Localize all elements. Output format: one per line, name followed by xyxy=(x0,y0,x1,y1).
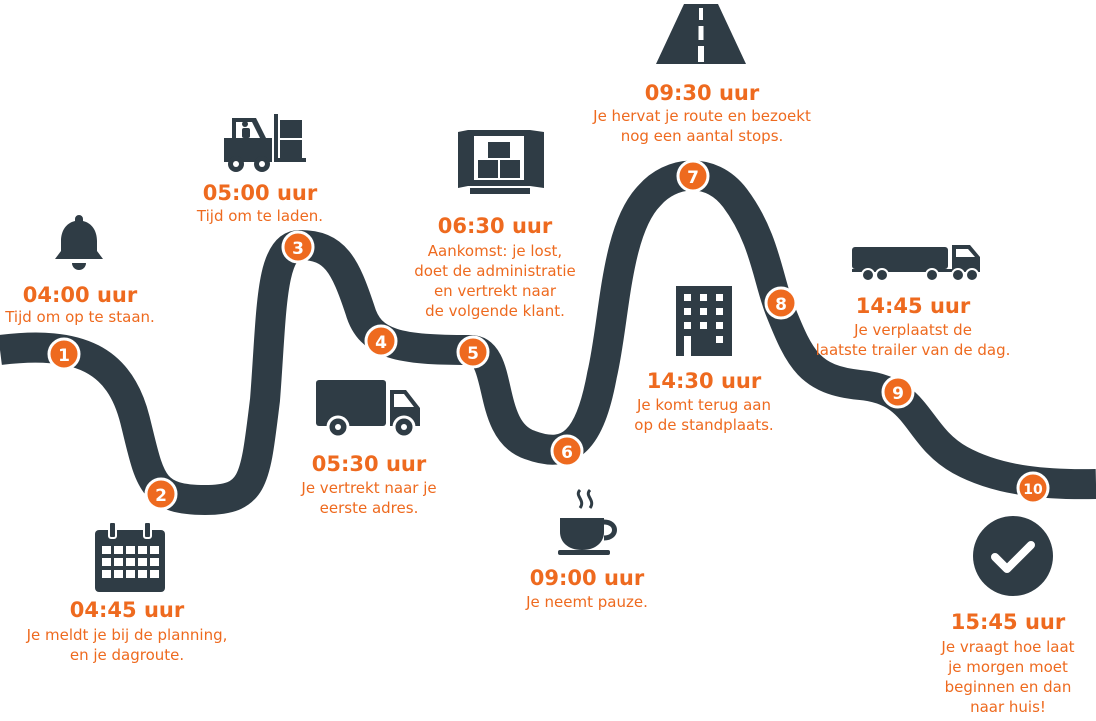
svg-text:7: 7 xyxy=(687,168,699,188)
check-circle-icon xyxy=(973,516,1053,596)
step-7-time: 09:30 uur xyxy=(644,81,760,105)
marker-1: 1 xyxy=(47,337,81,371)
forklift-icon xyxy=(224,114,306,172)
step-1-description: Tijd om op te staan. xyxy=(5,308,155,326)
building-icon xyxy=(676,286,732,356)
step-9-time: 14:45 uur xyxy=(855,294,971,318)
calendar-icon xyxy=(95,522,165,592)
svg-text:2: 2 xyxy=(155,486,167,506)
step-1-time: 04:00 uur xyxy=(22,283,138,307)
step-3-time: 05:00 uur xyxy=(202,181,318,205)
step-8-time: 14:30 uur xyxy=(646,369,762,393)
marker-4: 4 xyxy=(364,324,398,358)
svg-text:9: 9 xyxy=(892,384,904,404)
marker-2: 2 xyxy=(144,477,178,511)
delivery-truck-icon xyxy=(316,380,420,439)
svg-text:8: 8 xyxy=(775,295,787,315)
marker-10: 10 xyxy=(1016,471,1050,505)
step-10-time: 15:45 uur xyxy=(950,610,1066,634)
svg-text:1: 1 xyxy=(58,346,70,366)
marker-8: 8 xyxy=(764,286,798,320)
coffee-cup-icon xyxy=(558,488,617,555)
svg-text:6: 6 xyxy=(561,443,573,463)
marker-7: 7 xyxy=(676,159,710,193)
svg-text:10: 10 xyxy=(1023,482,1043,498)
step-2-description: Je meldt je bij de planning,en je dagrou… xyxy=(26,626,228,664)
marker-6: 6 xyxy=(550,434,584,468)
marker-5: 5 xyxy=(456,335,490,369)
marker-3: 3 xyxy=(281,230,315,264)
svg-text:5: 5 xyxy=(467,344,479,364)
step-6-time: 09:00 uur xyxy=(529,566,645,590)
marker-9: 9 xyxy=(881,375,915,409)
road-icon xyxy=(656,4,746,64)
bell-icon xyxy=(55,215,103,270)
step-6-description: Je neemt pauze. xyxy=(526,593,648,611)
step-5-time: 06:30 uur xyxy=(437,214,553,238)
step-3-description: Tijd om te laden. xyxy=(196,207,324,225)
step-2-time: 04:45 uur xyxy=(69,598,185,622)
step-4-time: 05:30 uur xyxy=(311,452,427,476)
svg-text:4: 4 xyxy=(375,333,387,353)
svg-text:3: 3 xyxy=(292,239,304,259)
trailer-boxes-icon xyxy=(458,130,544,194)
semi-truck-icon xyxy=(852,245,980,282)
